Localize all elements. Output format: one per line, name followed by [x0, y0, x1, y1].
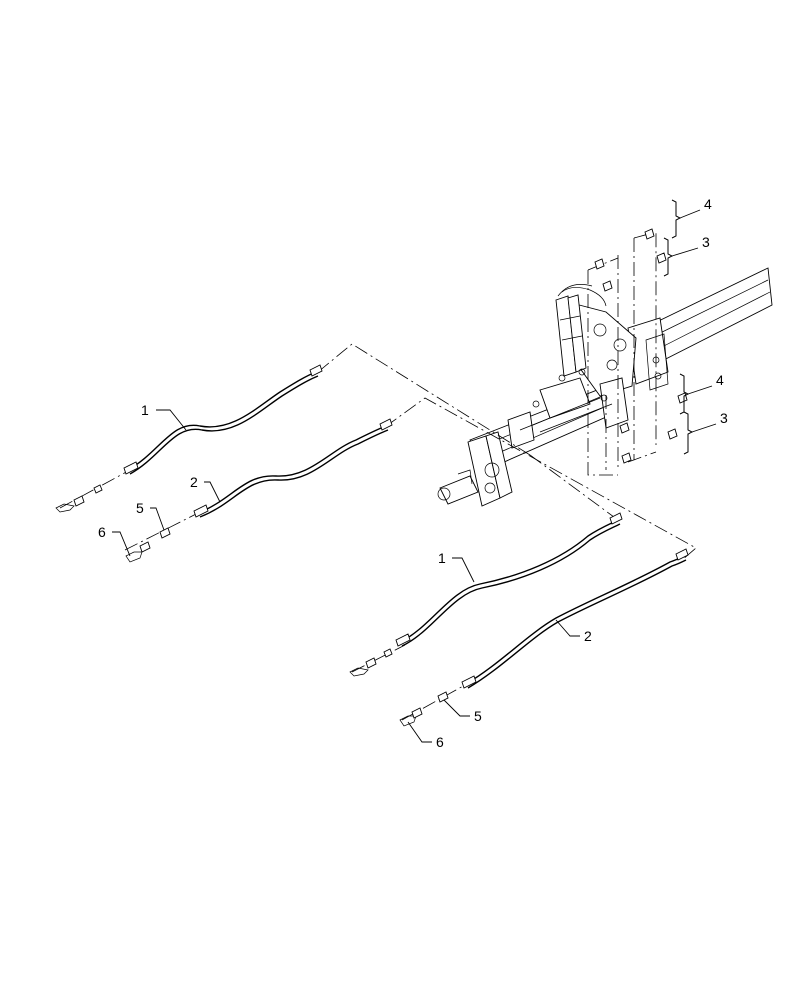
- hardware-reference-boxes: [587, 231, 657, 476]
- hose-2-left: [193, 418, 393, 518]
- callout-1-left: 1: [141, 402, 149, 418]
- callout-brackets: [663, 199, 717, 455]
- callout-4-top: 4: [704, 196, 712, 212]
- callout-2-right: 2: [584, 628, 592, 644]
- callout-4-mid: 4: [716, 372, 724, 388]
- machine-frame: [437, 267, 773, 507]
- hose-1-right: [395, 512, 623, 647]
- callout-6-right: 6: [436, 734, 444, 750]
- callout-1-right: 1: [438, 550, 446, 566]
- callout-2-left: 2: [190, 474, 198, 490]
- callout-labels: 1 2 5 6 1 2 5 6 4 3 4 3: [98, 196, 728, 750]
- callout-5-right: 5: [474, 708, 482, 724]
- fittings-right: [349, 648, 449, 727]
- callout-5-left: 5: [136, 500, 144, 516]
- callout-3-top: 3: [702, 234, 710, 250]
- leader-lines: [112, 409, 580, 743]
- fittings-left: [55, 484, 171, 563]
- mounting-bolts: [594, 228, 688, 464]
- hose-1-left: [123, 364, 323, 475]
- hose-2-right: [461, 548, 689, 689]
- callout-3-mid: 3: [720, 410, 728, 426]
- callout-6-left: 6: [98, 524, 106, 540]
